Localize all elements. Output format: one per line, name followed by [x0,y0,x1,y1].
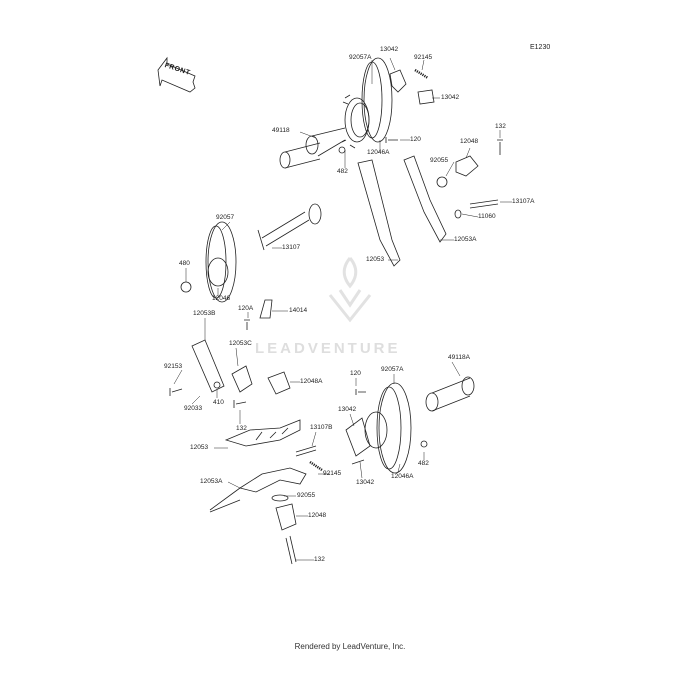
part-label[interactable]: 132 [236,425,247,432]
lower-left-guide [169,339,225,396]
lower-right-sprocket [345,382,428,474]
part-label[interactable]: 13107B [310,424,333,431]
part-label[interactable]: 13042 [356,479,375,486]
upper-chain-guides [357,155,447,267]
part-label[interactable]: 120 [410,136,421,143]
part-label[interactable]: 13107 [282,244,301,251]
part-label[interactable]: 12053C [229,340,252,347]
part-label[interactable]: 14014 [289,307,308,314]
part-label[interactable]: 12053A [200,478,223,485]
part-label[interactable]: 12053A [454,236,477,243]
part-label[interactable]: 92145 [323,470,342,477]
lower-chain-guide [224,419,301,447]
part-label[interactable]: 13042 [338,406,357,413]
part-label[interactable]: 132 [495,123,506,130]
part-label[interactable]: 49118 [272,127,290,134]
upper-tensioner-plates [389,68,435,105]
part-label[interactable]: 13107A [512,198,535,205]
part-label[interactable]: 12053B [193,310,216,317]
upper-bolt [385,137,398,143]
diagram-code: E1230 [530,44,551,51]
part-label[interactable]: 480 [179,260,190,267]
upper-pivot-bolt [454,199,499,219]
part-label[interactable]: 482 [337,168,348,175]
part-label[interactable]: 12046 [212,295,231,302]
part-label[interactable]: 92057 [216,214,235,221]
watermark-logo [328,257,372,323]
upper-camshaft [279,127,346,169]
part-label[interactable]: 13042 [441,94,460,101]
part-label[interactable]: 11060 [478,213,496,220]
part-label[interactable]: 482 [418,460,429,467]
lower-pivot-bolt [295,445,323,472]
part-label[interactable]: 120A [238,305,254,312]
part-label[interactable]: 92057A [381,366,404,373]
lower-long-guide [209,467,307,513]
upper-tensioner [436,139,503,188]
watermark-text: LEADVENTURE [255,340,401,357]
part-label[interactable]: 132 [314,556,325,563]
part-label[interactable]: 92057A [349,54,372,61]
part-label[interactable]: 120 [350,370,361,377]
part-label[interactable]: 92055 [297,492,316,499]
part-label[interactable]: 12048 [460,138,479,145]
part-label[interactable]: 12048 [308,512,327,519]
part-label[interactable]: 12048A [300,378,323,385]
part-label[interactable]: 12046A [367,149,390,156]
part-label[interactable]: 49118A [448,354,470,361]
part-label[interactable]: 410 [213,399,224,406]
leader-lines [173,57,512,561]
part-label[interactable]: 92153 [164,363,183,370]
upper-sprocket [341,57,393,149]
footer-credit: Rendered by LeadVenture, Inc. [294,642,406,651]
bottom-tensioner [271,494,297,565]
part-label[interactable]: 13042 [380,46,399,53]
lower-tensioner-parts [231,365,291,408]
left-shaft [257,203,322,251]
part-label[interactable]: 12053 [190,444,209,451]
part-label[interactable]: 12046A [391,473,414,480]
front-arrow-icon [157,56,196,93]
lower-camshaft [425,376,475,412]
part-label[interactable]: 92055 [430,157,449,164]
part-label[interactable]: 92033 [184,405,203,412]
bracket [244,299,273,330]
part-label[interactable]: 92145 [414,54,433,61]
part-label[interactable]: 12053 [366,256,385,263]
